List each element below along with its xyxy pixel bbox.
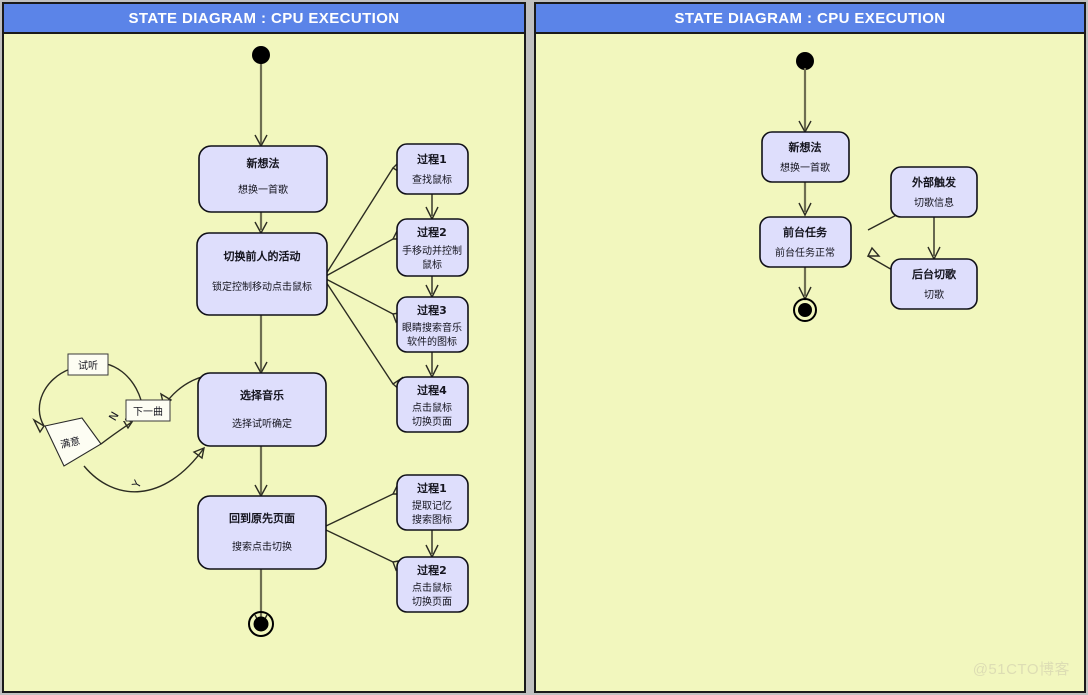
state-q2-body-0: 点击鼠标 (412, 581, 452, 594)
edge-s2-to-p1 (325, 160, 405, 275)
edge-s3-to-s4 (254, 446, 268, 498)
loop-label-next-song-text: 下一曲 (133, 406, 163, 418)
state-p4-title: 过程4 (417, 383, 447, 397)
state-q1-body-0: 提取记忆 (412, 499, 452, 512)
edge-start-to-r1 (798, 68, 812, 134)
state-node-s1[interactable]: 新想法 想换一首歌 (198, 145, 328, 213)
state-node-p1[interactable]: 过程1 查找鼠标 (396, 143, 469, 195)
state-s3-title: 选择音乐 (240, 388, 284, 402)
state-node-r1[interactable]: 新想法 想换一首歌 (761, 131, 850, 183)
edge-s4-to-q2 (325, 529, 406, 572)
edge-q1-to-q2 (425, 530, 439, 559)
state-p3-body-0: 眼睛搜索音乐 (402, 321, 462, 334)
edge-p3-to-p4 (425, 352, 439, 379)
state-node-p4[interactable]: 过程4 点击鼠标 切换页面 (396, 376, 469, 433)
state-s4-title: 回到原先页面 (229, 511, 295, 525)
panel-right-title: STATE DIAGRAM : CPU EXECUTION (536, 4, 1084, 34)
state-node-p2[interactable]: 过程2 手移动并控制 鼠标 (396, 218, 469, 277)
state-s1-body-0: 想换一首歌 (238, 183, 288, 196)
state-r2-title: 前台任务 (783, 225, 828, 239)
state-r1-title: 新想法 (789, 140, 822, 154)
edge-p2-to-p3 (425, 276, 439, 299)
state-r1-body-0: 想换一首歌 (780, 161, 830, 174)
edge-s4-to-q1 (325, 484, 406, 527)
branch-label-y: Y (129, 472, 147, 491)
edge-s1-to-s2 (254, 212, 268, 235)
state-p1-body-0: 查找鼠标 (412, 173, 452, 186)
state-r3-body-0: 切歌信息 (914, 196, 954, 209)
state-p3-title: 过程3 (417, 303, 447, 317)
edge-r2-to-end (798, 267, 812, 301)
edge-p1-to-p2 (425, 194, 439, 221)
state-node-s3[interactable]: 选择音乐 选择试听确定 (197, 372, 327, 447)
start-node (796, 52, 814, 70)
edge-r1-to-r2 (798, 182, 812, 217)
state-s4-body-0: 搜索点击切换 (232, 540, 292, 553)
state-node-r4[interactable]: 后台切歌 切歌 (890, 258, 978, 310)
state-q1-title: 过程1 (417, 481, 447, 495)
state-q1-body-1: 搜索图标 (412, 513, 452, 526)
state-s2-title: 切换前人的活动 (224, 249, 301, 263)
state-q2-title: 过程2 (417, 563, 447, 577)
state-p2-title: 过程2 (417, 225, 447, 239)
edge-r3-to-r4 (927, 217, 941, 261)
start-node (252, 46, 270, 64)
state-node-s4[interactable]: 回到原先页面 搜索点击切换 (197, 495, 327, 570)
state-node-r3[interactable]: 外部触发 切歌信息 (890, 166, 978, 218)
panel-left-title: STATE DIAGRAM : CPU EXECUTION (4, 4, 524, 34)
final-node-marker (793, 298, 817, 322)
edge-s2-to-p2 (325, 229, 406, 277)
state-r3-title: 外部触发 (911, 175, 957, 189)
final-node (248, 611, 274, 637)
state-p3-body-1: 软件的图标 (407, 335, 457, 348)
decision-satisfied-text: 满意 (59, 434, 81, 451)
state-p1-title: 过程1 (417, 152, 447, 166)
state-p2-body-0: 手移动并控制 (402, 244, 462, 257)
loop-label-trial-text: 试听 (78, 359, 98, 372)
state-s2-body-0: 锁定控制移动点击鼠标 (212, 280, 312, 293)
loop-label-trial[interactable]: 试听 (67, 353, 109, 376)
state-r2-body-0: 前台任务正常 (775, 246, 835, 259)
edge-start-to-s1 (254, 62, 268, 148)
state-diagram-panel-left: STATE DIAGRAM : CPU EXECUTION (2, 2, 526, 693)
edge-s2-to-s3 (254, 315, 268, 375)
state-r4-body-0: 切歌 (924, 288, 944, 301)
state-s1-title: 新想法 (247, 156, 280, 170)
state-node-p3[interactable]: 过程3 眼睛搜索音乐 软件的图标 (396, 296, 469, 353)
state-p4-body-0: 点击鼠标 (412, 401, 452, 414)
state-r4-title: 后台切歌 (912, 267, 957, 281)
state-node-q1[interactable]: 过程1 提取记忆 搜索图标 (396, 474, 469, 531)
panel-left-body: 新想法 想换一首歌 切换前人的活动 锁定控制移动点击鼠标 选择音乐 选择试听确定 (4, 34, 524, 691)
state-diagram-panel-right: STATE DIAGRAM : CPU EXECUTION (534, 2, 1086, 693)
watermark: @51CTO博客 (972, 661, 1070, 678)
state-p4-body-1: 切换页面 (412, 415, 452, 428)
state-p2-body-1: 鼠标 (422, 258, 442, 271)
state-node-s2[interactable]: 切换前人的活动 锁定控制移动点击鼠标 (196, 232, 328, 316)
state-node-q2[interactable]: 过程2 点击鼠标 切换页面 (396, 556, 469, 613)
branch-label-n: N (106, 404, 125, 423)
loop-label-next-song[interactable]: 下一曲 (125, 399, 171, 422)
panel-right-body: 新想法 想换一首歌 前台任务 前台任务正常 外部触发 切歌信息 (536, 34, 1084, 691)
decision-node-satisfied[interactable]: 满意 (44, 417, 102, 467)
state-q2-body-1: 切换页面 (412, 595, 452, 608)
state-s3-body-0: 选择试听确定 (232, 417, 292, 430)
state-node-r2[interactable]: 前台任务 前台任务正常 (759, 216, 852, 268)
